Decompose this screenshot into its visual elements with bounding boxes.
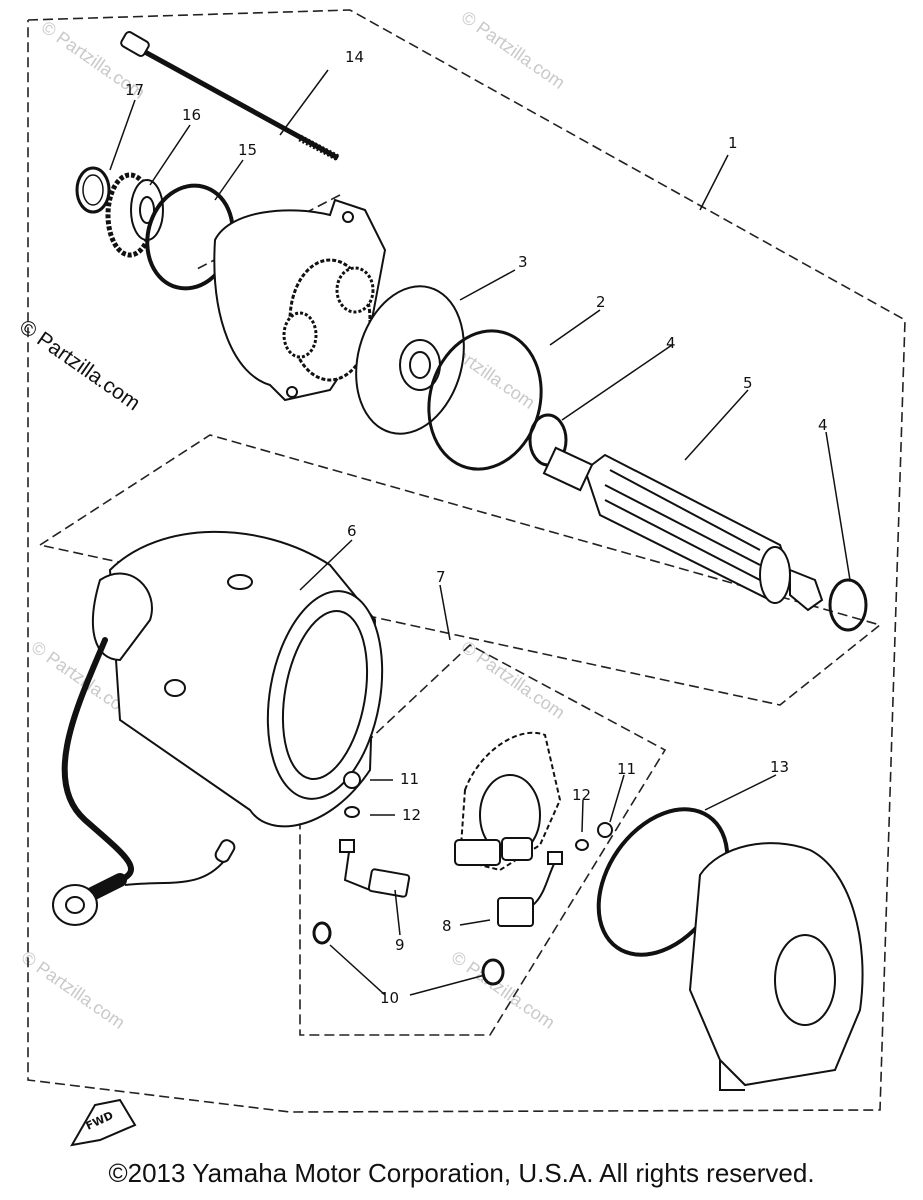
through-bolt-part-14 [120,31,340,162]
exploded-parts-diagram: © Partzilla.com © Partzilla.com © Partzi… [15,7,906,1147]
brush-part-8 [497,851,563,927]
brush-part-9 [339,839,411,898]
callout-6: 6 [347,522,357,540]
callout-12-right: 12 [572,786,591,804]
forward-arrow-icon: FWD [70,1098,137,1147]
callout-2: 2 [596,293,606,311]
watermark-text: © Partzilla.com [448,947,559,1033]
callout-1: 1 [728,134,738,152]
watermark-text: © Partzilla.com [458,7,569,93]
callout-14: 14 [345,48,364,66]
yoke-part-6 [92,530,384,828]
callout-11-right: 11 [617,760,636,778]
leader-lines [109,69,851,996]
watermark-text-dark: © Partzilla.com [15,315,144,415]
watermark-layer: © Partzilla.com © Partzilla.com © Partzi… [15,7,568,1033]
callout-9: 9 [395,936,405,954]
callout-13: 13 [770,758,789,776]
brush-holder-part-7 [343,731,613,872]
washer-part-4-rear [828,578,868,632]
watermark-text: © Partzilla.com [458,637,569,723]
callout-5: 5 [743,374,753,392]
copyright-footer: ©2013 Yamaha Motor Corporation, U.S.A. A… [108,1158,815,1188]
spring-part-10-left [312,921,332,945]
callout-7: 7 [436,568,446,586]
watermark-text: © Partzilla.com [18,947,129,1033]
callout-3: 3 [518,253,528,271]
callout-4-front: 4 [666,334,676,352]
cover-plate-part-3 [355,285,465,435]
o-ring-part-2 [427,329,543,471]
spring-part-10-right [481,958,505,986]
callout-8: 8 [442,917,452,935]
callout-12-left: 12 [402,806,421,824]
callout-15: 15 [238,141,257,159]
front-housing [213,198,387,402]
armature-part-5 [542,446,824,612]
callout-labels: 14 17 16 15 1 3 2 4 5 4 6 7 11 12 12 11 … [125,48,828,1007]
callout-11-left: 11 [400,770,419,788]
rear-cover [688,842,864,1091]
callout-17: 17 [125,81,144,99]
washer-part-17 [75,166,111,214]
callout-4-rear: 4 [818,416,828,434]
callout-16: 16 [182,106,201,124]
terminal-lead [52,839,236,926]
callout-10: 10 [380,989,399,1007]
